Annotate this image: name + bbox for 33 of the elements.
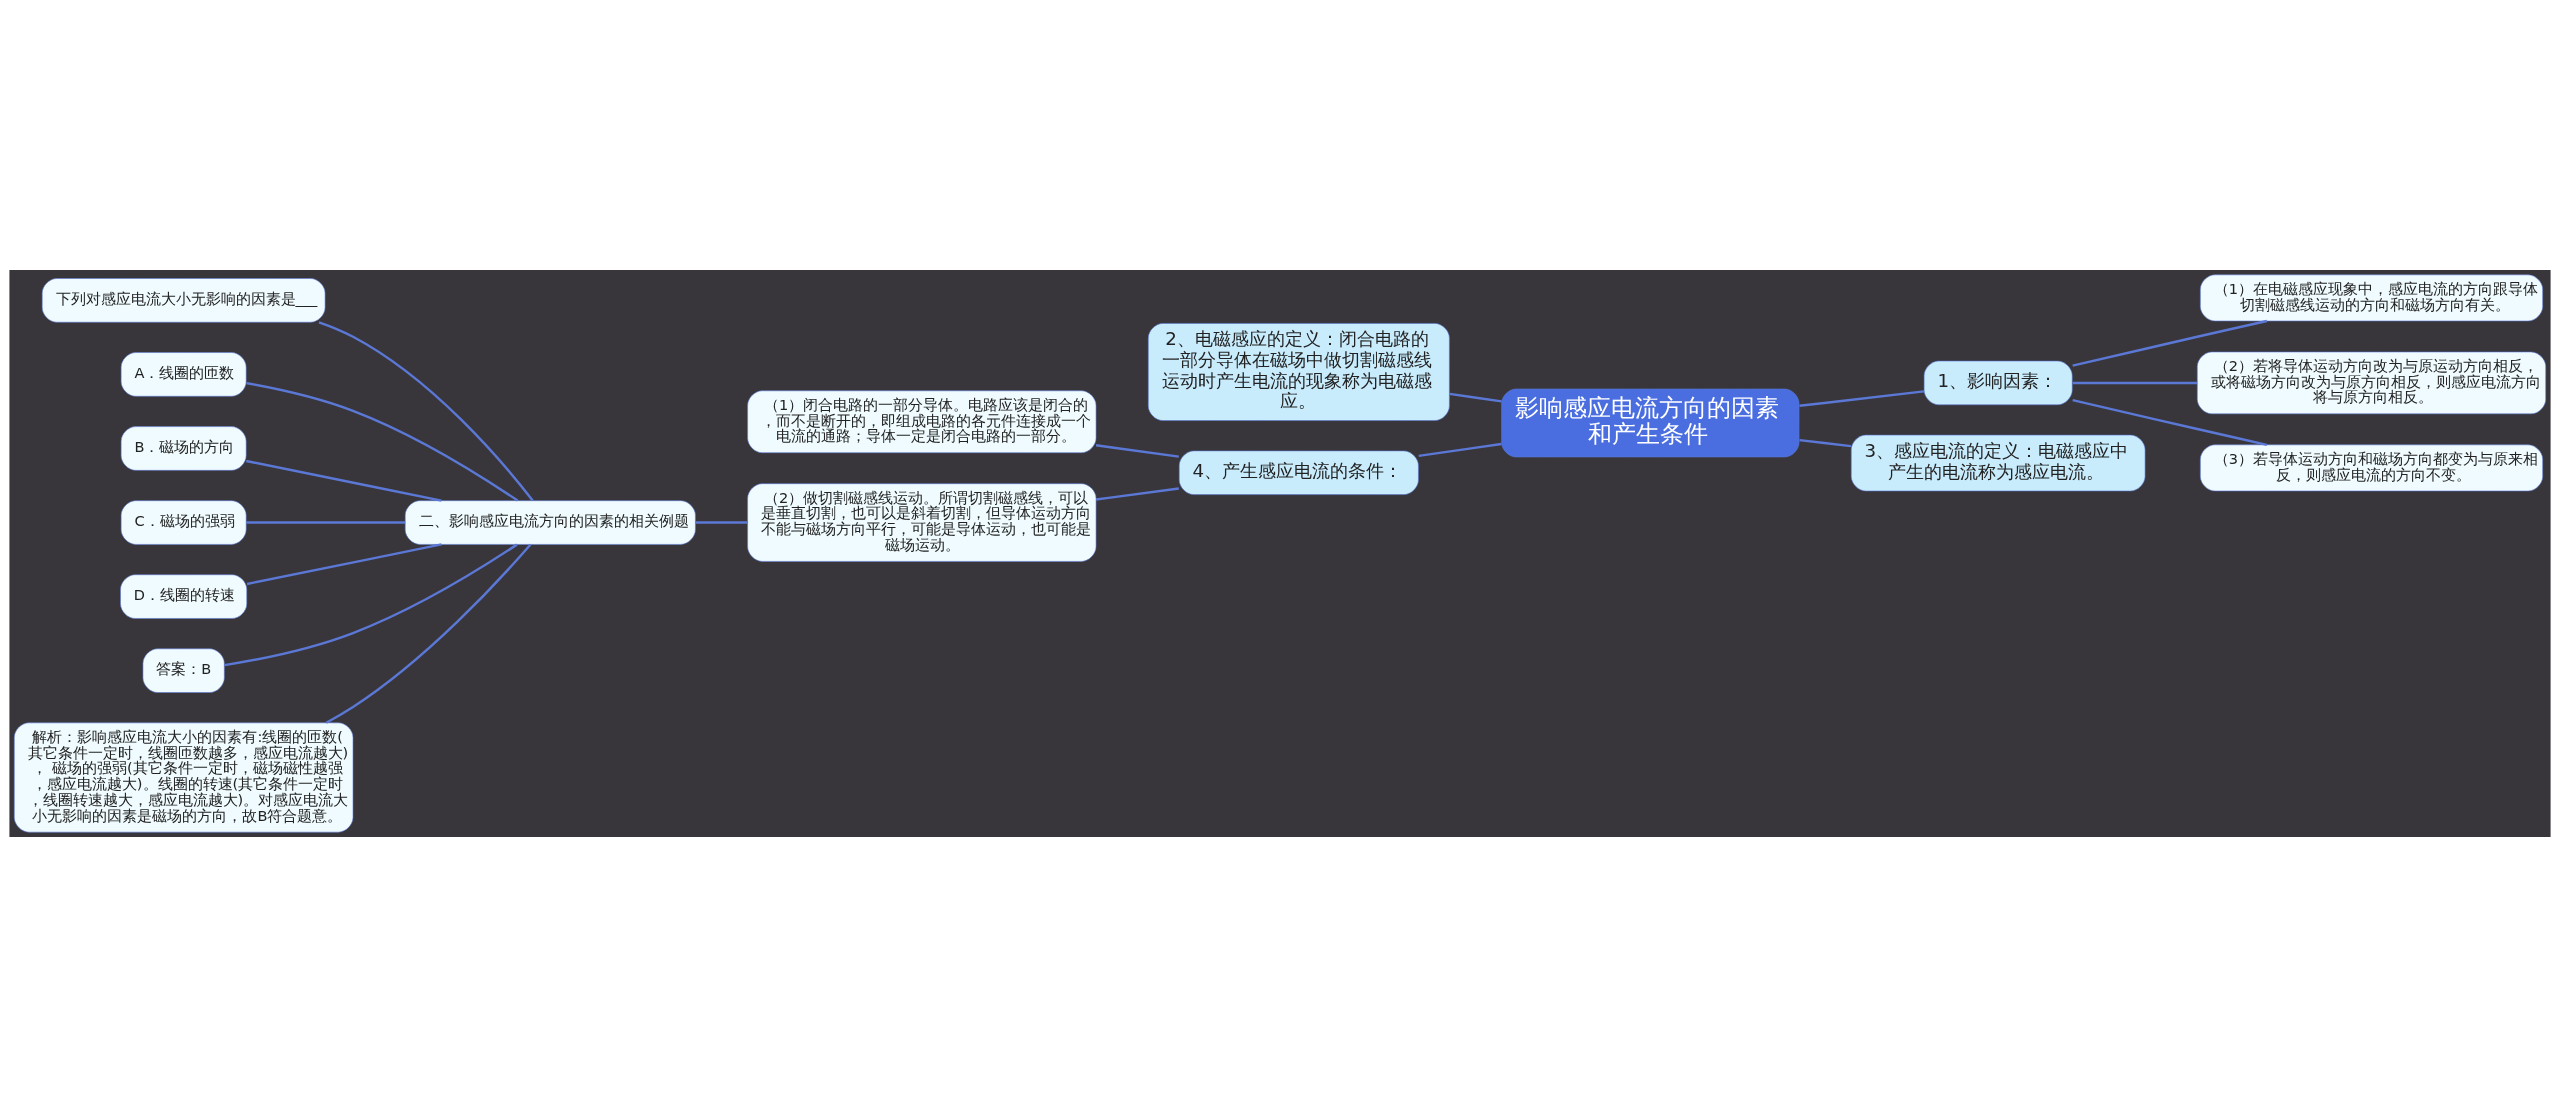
node-box: 4、产生感应电流的条件： xyxy=(1178,450,1419,495)
connector xyxy=(224,543,518,667)
node-box: B．磁场的方向 xyxy=(120,426,247,471)
connector xyxy=(318,321,534,502)
node-box: （1）在电磁感应现象中，感应电流的方向跟导体切割磁感线运动的方向和磁场方向有关。 xyxy=(2200,274,2543,322)
connector xyxy=(1799,438,1852,448)
node-box: （3）若导体运动方向和磁场方向都变为与原来相反，则感应电流的方向不变。 xyxy=(2200,444,2543,492)
node-box: C．磁场的强弱 xyxy=(120,500,247,545)
connector xyxy=(1418,442,1502,458)
node-box: 解析：影响感应电流大小的因素有:线圈的匝数(其它条件一定时，线圈匝数越多，感应电流越大)， 磁场的强弱(其它条件一定时，磁场磁性越强，感应电流越大)。线圈的转速(其它条件一定时，线圈转速越大，感应电流越大)。对感应电流大小无影响的因素是磁场的方向，故B符合题意。 xyxy=(13,722,354,833)
node-box: 影响感应电流方向的因素和产生条件 xyxy=(1501,388,1800,458)
node-box: （2）若将导体运动方向改为与原运动方向相反，或将磁场方向改为与原方向相反，则感应电流方向将与原方向相反。 xyxy=(2196,351,2547,415)
node-box: 二、影响感应电流方向的因素的相关例题 xyxy=(404,500,696,545)
connector xyxy=(246,543,442,586)
node-box: 1、影响因素： xyxy=(1923,360,2073,406)
connector xyxy=(1449,392,1502,403)
node-box: A．线圈的匝数 xyxy=(120,352,247,397)
connector xyxy=(1095,487,1179,501)
node-box: D．线圈的转速 xyxy=(120,574,248,619)
node-box: （1）闭合电路的一部分导体。电路应该是闭合的，而不是断开的，即组成电路的各元件连接成一个电流的通路；导体一定是闭合电路的一部分。 xyxy=(747,390,1097,454)
node-box: 2、电磁感应的定义：闭合电路的一部分导体在磁场中做切割磁感线运动时产生电流的现象称为电磁感应。 xyxy=(1147,323,1450,421)
connector xyxy=(246,521,406,524)
connector xyxy=(246,459,442,502)
connector xyxy=(1799,390,1925,407)
connector xyxy=(2072,381,2197,385)
connector xyxy=(325,543,532,724)
node-box: 3、感应电流的定义：电磁感应中产生的电流称为感应电流。 xyxy=(1850,434,2146,492)
node-box: （2）做切割磁感线运动。所谓切割磁感线，可以是垂直切割，也可以是斜着切割，但导体运动方向不能与磁场方向平行，可能是导体运动，也可能是磁场运动。 xyxy=(747,483,1097,562)
connector xyxy=(246,381,519,502)
connector xyxy=(1095,444,1179,458)
node-box: 答案：B xyxy=(142,648,225,693)
connector xyxy=(695,521,748,524)
node-box: 下列对感应电流大小无影响的因素是___ xyxy=(41,278,326,323)
